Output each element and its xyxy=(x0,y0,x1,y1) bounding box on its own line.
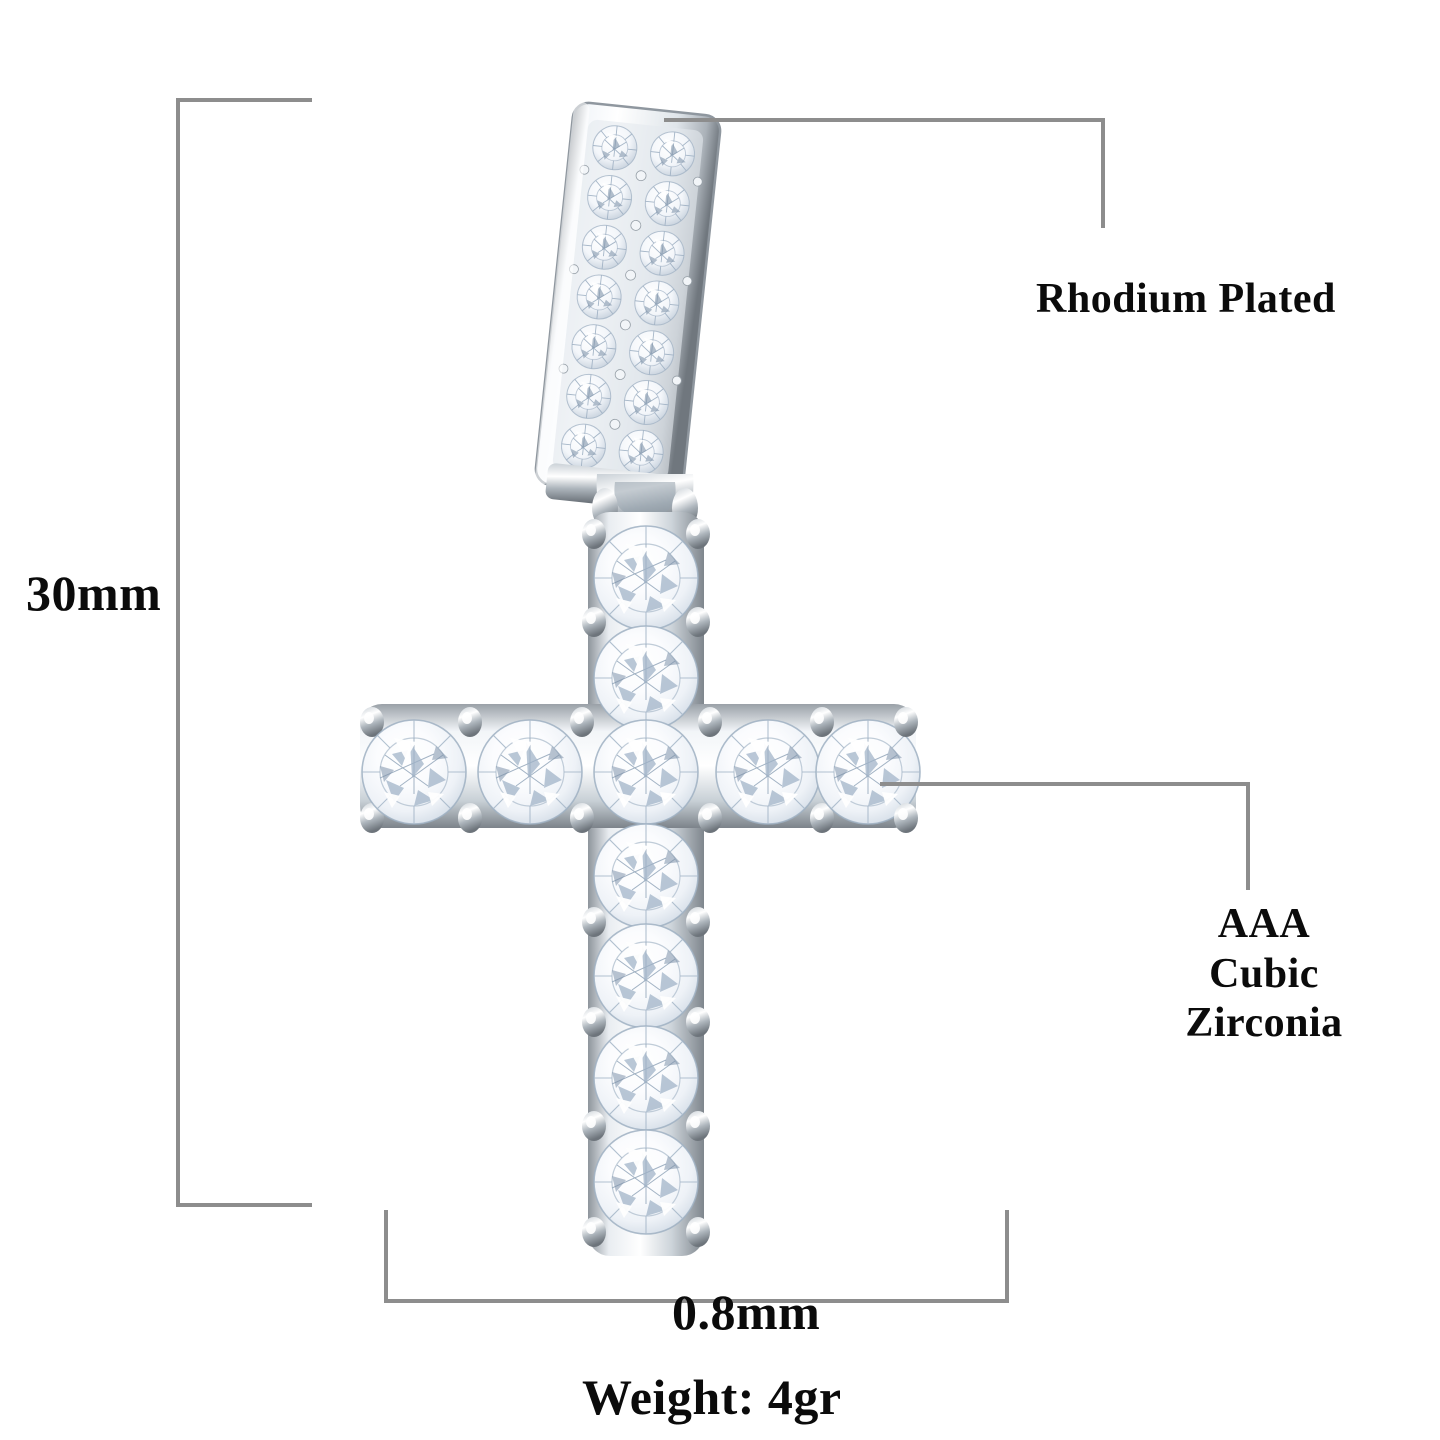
rhodium-callout-drop xyxy=(1101,118,1105,228)
pendant-bail xyxy=(534,101,722,511)
height-bracket-spine xyxy=(176,98,180,1207)
stone-grade-line-1: AAA xyxy=(1217,901,1311,947)
stone-callout-leader xyxy=(880,782,1250,786)
rhodium-plated-label: Rhodium Plated xyxy=(1036,276,1336,322)
stone-callout-drop xyxy=(1246,782,1250,890)
width-bracket-spine xyxy=(384,1299,1009,1303)
width-bracket-left-arm xyxy=(384,1210,388,1303)
height-bracket-bottom-arm xyxy=(176,1203,312,1207)
cross-stone-group-upper xyxy=(582,519,710,731)
rhodium-callout-leader xyxy=(664,118,1105,122)
stone-grade-line-2: Cubic Zirconia xyxy=(1185,950,1343,1047)
stone-grade-label: AAA Cubic Zirconia xyxy=(1148,900,1380,1049)
height-dimension-label: 30mm xyxy=(26,565,162,621)
width-dimension-label: 0.8mm xyxy=(672,1284,821,1340)
weight-label: Weight: 4gr xyxy=(582,1369,842,1425)
height-bracket-top-arm xyxy=(176,98,312,102)
width-bracket-right-arm xyxy=(1005,1210,1009,1303)
